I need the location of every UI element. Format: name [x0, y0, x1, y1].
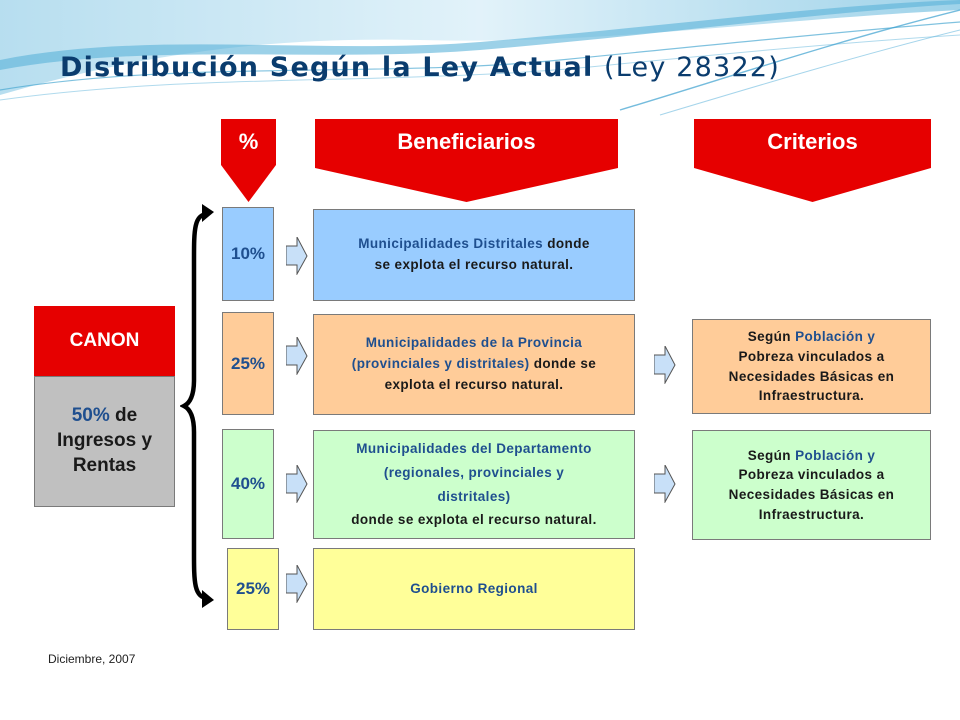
- row-3-benef-b: (regionales, provinciales y: [383, 464, 565, 480]
- row-2-pct: 25%: [222, 312, 274, 415]
- row-3-beneficiary: Municipalidades del Departamento (region…: [313, 430, 635, 539]
- row-1-pct: 10%: [222, 207, 274, 301]
- title-main: Distribución Según la Ley Actual: [60, 52, 594, 83]
- row-2-benef-b: (provinciales y distritales): [351, 356, 530, 372]
- row-3-criteria: Según Población y Pobreza vinculados a N…: [692, 430, 931, 540]
- row-3-arrow-icon: [286, 465, 308, 503]
- canon-share-text-2: Ingresos y: [56, 430, 153, 452]
- row-3-crit-d: Necesidades Básicas en: [728, 487, 895, 502]
- header-criterios: Criterios: [694, 119, 931, 165]
- row-1-benef-a: Municipalidades Distritales: [358, 236, 544, 252]
- row-1-benef-b: donde: [547, 236, 590, 252]
- canon-share-pct: 50%: [71, 405, 110, 427]
- header-beneficiarios-pointer: [315, 165, 618, 202]
- row-3-benef-a: Municipalidades del Departamento: [356, 441, 592, 457]
- row-2-criteria-arrow-icon: [654, 346, 676, 384]
- row-2-benef-a: Municipalidades de la Provincia: [365, 335, 583, 351]
- title-law-ref: (Ley 28322): [604, 52, 780, 83]
- page-title: Distribución Según la Ley Actual (Ley 28…: [60, 52, 780, 83]
- row-3-pct: 40%: [222, 429, 274, 539]
- header-pct-pointer: [221, 165, 276, 202]
- row-2-criteria: Según Población y Pobreza vinculados a N…: [692, 319, 931, 414]
- footer-date: Diciembre, 2007: [48, 652, 136, 666]
- row-4-beneficiary: Gobierno Regional: [313, 548, 635, 630]
- row-2-crit-b: Población y: [795, 329, 876, 345]
- row-3-crit-b: Población y: [795, 447, 876, 463]
- row-3-crit-a: Según: [747, 447, 791, 463]
- row-1-benef-c: se explota el recurso natural.: [374, 257, 574, 272]
- row-2-crit-d: Necesidades Básicas en: [728, 368, 895, 384]
- row-4-arrow-icon: [286, 565, 308, 603]
- canon-share-text-1: de: [115, 405, 138, 427]
- row-2-crit-e: Infraestructura.: [758, 388, 865, 404]
- row-2-beneficiary: Municipalidades de la Provincia (provinc…: [313, 314, 635, 415]
- decorative-wave-header: [0, 0, 960, 116]
- row-2-benef-c: donde se: [533, 356, 597, 372]
- row-2-crit-a: Según: [747, 329, 791, 345]
- row-2-crit-c: Pobreza vinculados a: [738, 348, 885, 364]
- row-2-benef-d: explota el recurso natural.: [384, 376, 564, 392]
- canon-label: CANON: [34, 306, 175, 376]
- canon-share-box: 50% de Ingresos y Rentas: [34, 376, 175, 507]
- canon-share-text-3: Rentas: [72, 454, 137, 476]
- row-3-crit-c: Pobreza vinculados a: [738, 467, 885, 483]
- row-1-beneficiary: Municipalidades Distritales donde se exp…: [313, 209, 635, 301]
- header-beneficiarios: Beneficiarios: [315, 119, 618, 165]
- row-3-crit-e: Infraestructura.: [758, 506, 865, 522]
- header-criterios-pointer: [694, 165, 931, 202]
- header-pct: %: [221, 119, 276, 165]
- row-4-benef-a: Gobierno Regional: [410, 580, 538, 596]
- row-3-criteria-arrow-icon: [654, 465, 676, 503]
- row-1-arrow-icon: [286, 237, 308, 275]
- row-4-pct: 25%: [227, 548, 279, 630]
- row-3-benef-d: donde se explota el recurso natural.: [351, 512, 597, 528]
- row-2-arrow-icon: [286, 337, 308, 375]
- row-3-benef-c: distritales): [437, 488, 511, 504]
- distribution-brace-arrows: [180, 204, 214, 608]
